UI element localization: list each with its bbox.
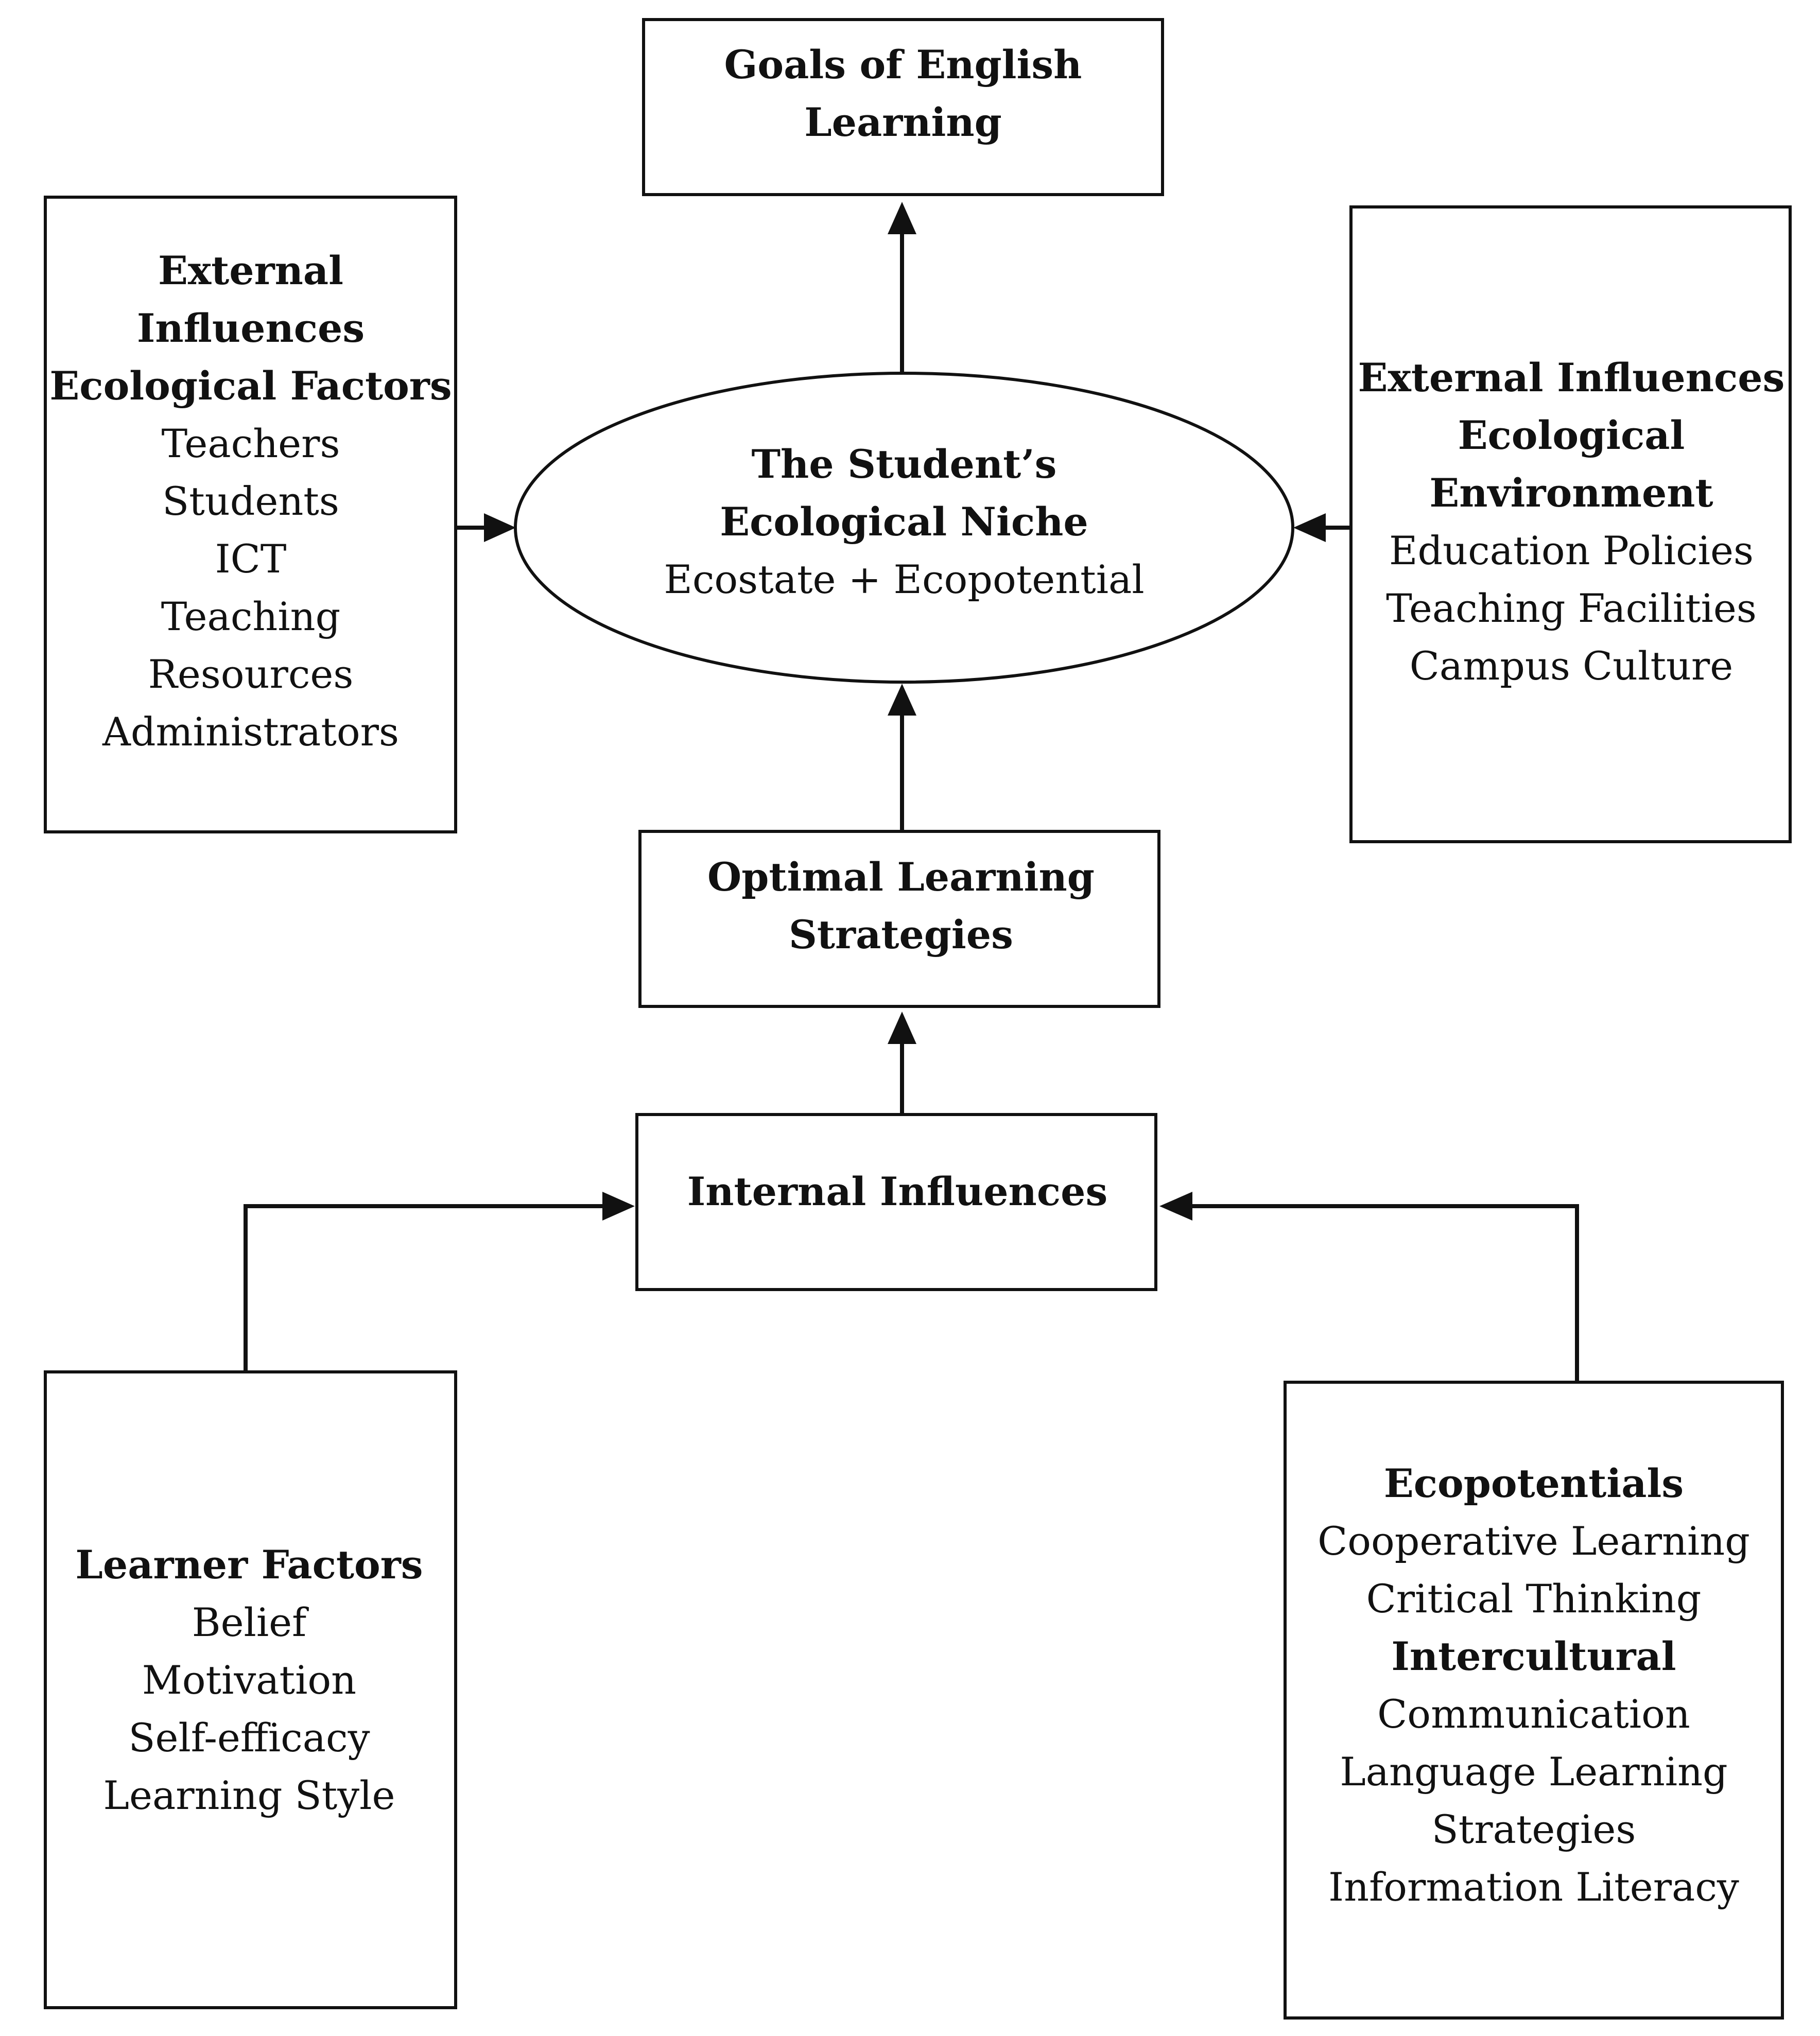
edge-learner-to-internal [244,1204,602,1372]
strategies-line: Optimal Learning [707,854,1095,900]
strategies-line: Strategies [789,912,1013,958]
external-right-line: Ecological [1458,412,1685,458]
external-right-line: Education Policies [1389,528,1754,573]
learner-line: Learner Factors [75,1542,423,1588]
ecopotentials-line: Cooperative Learning [1318,1518,1750,1564]
external-left-line: Students [162,478,339,524]
learner-line: Motivation [142,1657,356,1703]
ecopotentials-line: Communication [1377,1691,1690,1737]
internal-influences-label: Internal Influences [687,1169,1107,1214]
ecopotentials-line: Language Learning [1340,1749,1727,1795]
ecopotentials-line: Strategies [1432,1806,1636,1852]
external-left-line: Teaching [161,594,341,639]
internal-line: Internal Influences [687,1169,1107,1214]
ecopotentials-line: Critical Thinking [1366,1576,1702,1622]
external-left-line: Resources [148,651,354,697]
arrowhead-niche-bottom [888,684,916,716]
learner-line: Belief [192,1599,309,1645]
external-left-line: Influences [137,305,365,351]
external-left-line: External [158,248,343,293]
ecopotentials-line: Intercultural [1391,1633,1676,1679]
learner-line: Self-efficacy [128,1715,370,1761]
edge-ecopotentials-to-internal [1192,1204,1579,1382]
external-left-line: Teachers [162,421,340,466]
arrowhead-strategies [888,1012,916,1044]
ecopotentials-line: Information Literacy [1328,1864,1739,1910]
external-right-line: Teaching Facilities [1386,585,1757,631]
goals-line: Goals of English [724,42,1082,88]
learner-line: Learning Style [103,1772,395,1818]
external-left-line: Administrators [102,709,399,755]
external-left-line: Ecological Factors [49,363,452,409]
arrowhead-goals [888,202,916,234]
ecopotentials-line: Ecopotentials [1384,1460,1684,1506]
niche-line: Ecological Niche [720,499,1088,545]
internal-influences-box: Internal Influences [635,1113,1157,1291]
connectors [244,202,1579,1382]
external-right-line: Campus Culture [1410,643,1733,689]
external-right-line: External Influences [1358,355,1785,401]
goals-line: Learning [804,99,1002,145]
niche-line: Ecostate + Ecopotential [664,556,1144,602]
external-right-line: Environment [1429,470,1713,516]
arrowhead-internal-left [602,1192,635,1221]
external-left-line: ICT [215,536,287,582]
arrowhead-niche-left [484,513,516,542]
niche-line: The Student’s [752,441,1057,487]
arrowhead-internal-right [1159,1192,1192,1221]
arrowhead-niche-right [1293,513,1326,542]
